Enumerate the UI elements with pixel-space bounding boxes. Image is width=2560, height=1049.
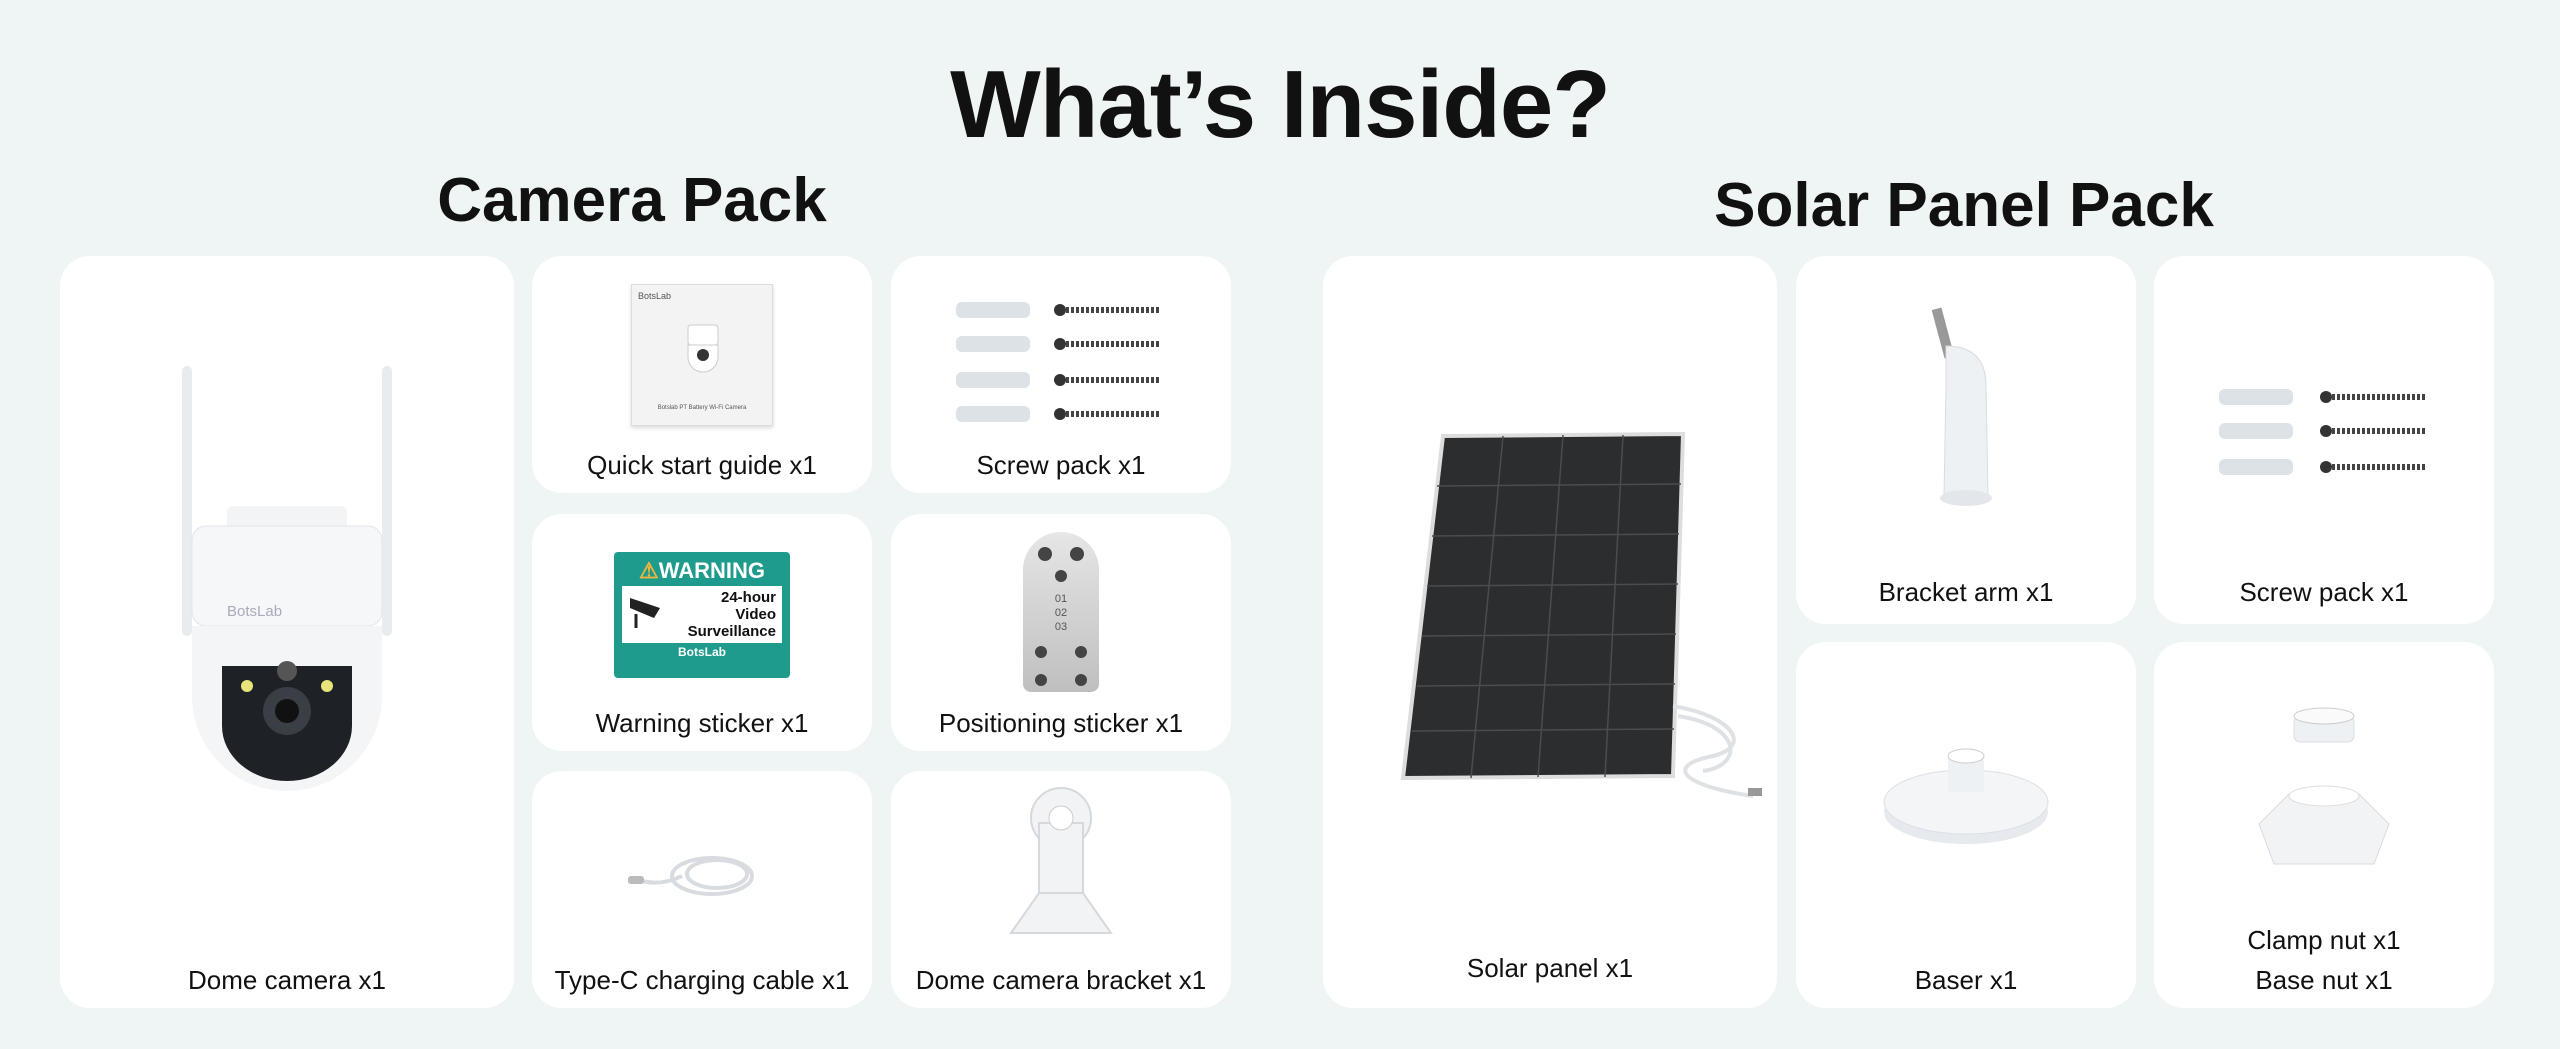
camera-pack-heading: Camera Pack (437, 166, 827, 235)
item-label-2: Base nut x1 (2255, 965, 2393, 995)
positioning-sticker-image: 01 02 03 (1023, 532, 1099, 692)
camera-brand: BotsLab (227, 603, 282, 620)
guide-camera-icon (687, 324, 719, 373)
sticker-brand: BotsLab (678, 645, 726, 659)
card-warning-sticker: ⚠WARNING 24-hour Video Surveillance Bots… (532, 514, 872, 751)
card-solar-screw-pack: Screw pack x1 (2154, 256, 2494, 624)
item-label: Screw pack x1 (976, 450, 1146, 480)
warning-sticker-image: ⚠WARNING 24-hour Video Surveillance Bots… (614, 552, 790, 678)
item-label: Bracket arm x1 (1878, 577, 2054, 607)
card-charging-cable: Type-C charging cable x1 (532, 771, 872, 1008)
item-label: Baser x1 (1914, 965, 2018, 995)
solar-panel-image (1400, 431, 1762, 798)
sticker-title: WARNING (658, 558, 766, 583)
item-label: Positioning sticker x1 (938, 708, 1184, 738)
card-positioning-sticker: 01 02 03 Positioning sticker x1 (891, 514, 1231, 751)
card-screw-pack: Screw pack x1 (891, 256, 1231, 493)
card-clamp-base-nut: Clamp nut x1 Base nut x1 (2154, 642, 2494, 1008)
item-label: Screw pack x1 (2239, 577, 2409, 607)
sticker-text: Surveillance (687, 623, 776, 640)
item-label: Solar panel x1 (1466, 953, 1634, 983)
card-bracket-arm: Bracket arm x1 (1796, 256, 2136, 624)
page-title: What’s Inside? (950, 51, 1611, 158)
nuts-image (2258, 707, 2390, 865)
charging-cable-image (628, 856, 754, 896)
solar-pack-heading: Solar Panel Pack (1714, 171, 2214, 240)
bracket-arm-image (1931, 307, 1992, 506)
item-label: Warning sticker x1 (595, 708, 809, 738)
dome-camera-image: BotsLab (182, 366, 392, 791)
screw-pack-image (2219, 389, 2427, 475)
card-quick-start-guide: BotsLab Botslab PT Battery Wi-Fi Camera … (532, 256, 872, 493)
item-label: Dome camera x1 (188, 965, 386, 995)
mark: 01 (1054, 593, 1068, 605)
item-label: Dome camera bracket x1 (915, 965, 1207, 995)
screw-pack-image (956, 302, 1161, 422)
warning-triangle-icon: ⚠ (638, 558, 659, 583)
quick-start-guide-image: BotsLab Botslab PT Battery Wi-Fi Camera (631, 284, 773, 426)
guide-brand: BotsLab (638, 291, 672, 301)
sticker-text: Video (735, 606, 776, 623)
mark: 02 (1054, 607, 1068, 619)
card-solar-panel: Solar panel x1 (1323, 256, 1777, 1008)
camera-bracket-image (1009, 787, 1113, 934)
sticker-text: 24-hour (720, 589, 776, 606)
card-dome-camera: BotsLab Dome camera x1 (60, 256, 514, 1008)
sticker-dots (1035, 547, 1087, 686)
card-baser: Baser x1 (1796, 642, 2136, 1008)
baser-image (1883, 748, 2049, 844)
item-label: Type-C charging cable x1 (554, 965, 850, 995)
mark: 03 (1054, 621, 1068, 633)
item-label: Quick start guide x1 (587, 450, 817, 480)
card-dome-camera-bracket: Dome camera bracket x1 (891, 771, 1231, 1008)
cctv-camera-icon (630, 598, 660, 628)
item-label: Clamp nut x1 (2247, 925, 2401, 955)
guide-subtitle: Botslab PT Battery Wi-Fi Camera (657, 405, 747, 411)
